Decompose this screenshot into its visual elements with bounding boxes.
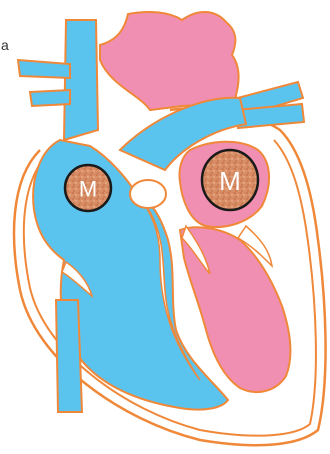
marker-right: M	[202, 150, 258, 210]
marker-left-label: M	[79, 177, 97, 202]
inferior-vena-cava	[56, 300, 82, 412]
edge-fragment-text: a	[1, 37, 9, 53]
vein-left-upper	[18, 60, 70, 78]
marker-right-label: M	[219, 166, 241, 196]
superior-vena-cava	[64, 20, 98, 140]
vein-left-lower	[30, 90, 70, 106]
marker-left: M	[65, 165, 111, 211]
center-valve	[130, 180, 166, 208]
